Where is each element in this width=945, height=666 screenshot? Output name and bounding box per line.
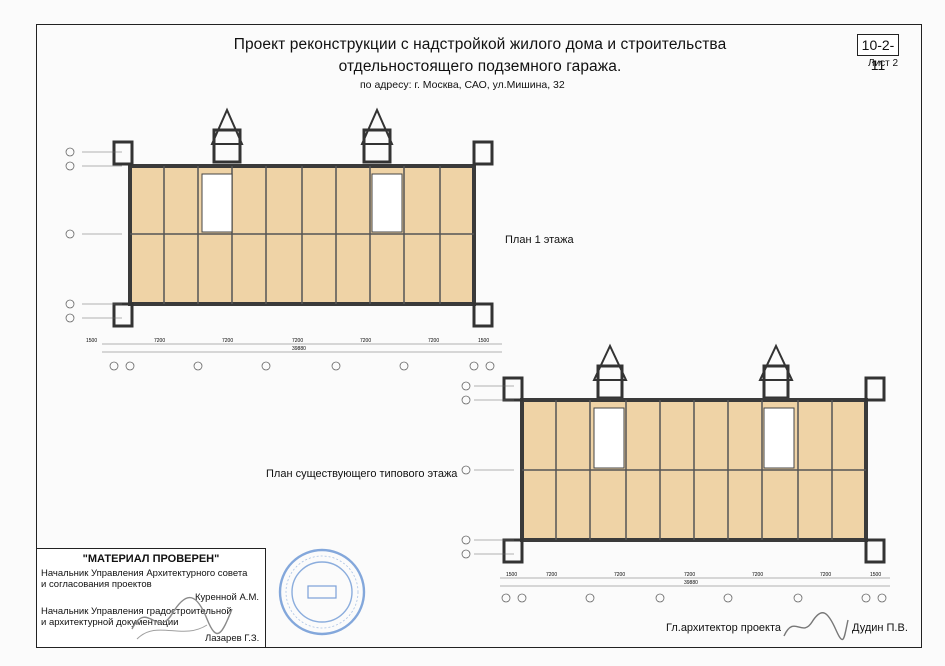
typical-floor-label: План существующего типового этажа [266,468,458,480]
document-title-line2: отдельностоящего подземного гаража. [338,58,622,75]
stamp-line2: и согласования проектов [41,579,152,590]
drawing-frame [36,24,922,648]
stamp-heading: "МАТЕРИАЛ ПРОВЕРЕН" [82,553,220,565]
dim-bay-4: 7200 [360,338,371,344]
dim-bay-2: 7200 [222,338,233,344]
dim-bay-typ-2: 7200 [614,572,625,578]
stamp-signature [131,596,233,640]
stamp-line3: Начальник Управления градостроительной [41,606,232,617]
sheet-number: Лист 2 [868,58,899,69]
dim-bay-typ-1: 7200 [546,572,557,578]
dim-bay-3: 7200 [292,338,303,344]
dim-total-typ: 39880 [684,580,698,586]
typical-floor-plan: 1500 7200 7200 7200 7200 7200 39880 1500 [461,343,890,603]
architect-signature [783,612,849,641]
document-title-line1: Проект реконструкции с надстройкой жилог… [233,36,727,53]
signoff-role: Гл.архитектор проекта [666,622,782,634]
first-floor-label: План 1 этажа [505,234,574,246]
dim-bay-typ-5: 7200 [820,572,831,578]
first-floor-plan: 1500 7200 7200 7200 7200 7200 39880 1500 [65,107,502,371]
dim-bay-typ-4: 7200 [752,572,763,578]
dim-total: 39880 [292,346,306,352]
dim-small-left: 1500 [86,338,97,344]
stamp-name1: Куренной А.М. [195,592,259,603]
dim-bay-1: 7200 [154,338,165,344]
dim-bay-typ-3: 7200 [684,572,695,578]
dim-small-right-typ: 1500 [870,572,881,578]
dim-small-left-typ: 1500 [506,572,517,578]
approval-stamp: "МАТЕРИАЛ ПРОВЕРЕН" Начальник Управления… [36,548,266,648]
dim-small-right: 1500 [478,338,489,344]
stamp-line1: Начальник Управления Архитектурного сове… [41,568,248,579]
dim-bay-5: 7200 [428,338,439,344]
official-seal [278,548,366,636]
document-code: 10-2-11 [857,34,899,73]
document-address: по адресу: г. Москва, САО, ул.Мишина, 32 [360,79,565,91]
stamp-name2: Лазарев Г.З. [205,633,260,644]
signoff-name: Дудин П.В. [852,622,908,634]
stamp-line4: и архитектурной документации [41,617,179,628]
